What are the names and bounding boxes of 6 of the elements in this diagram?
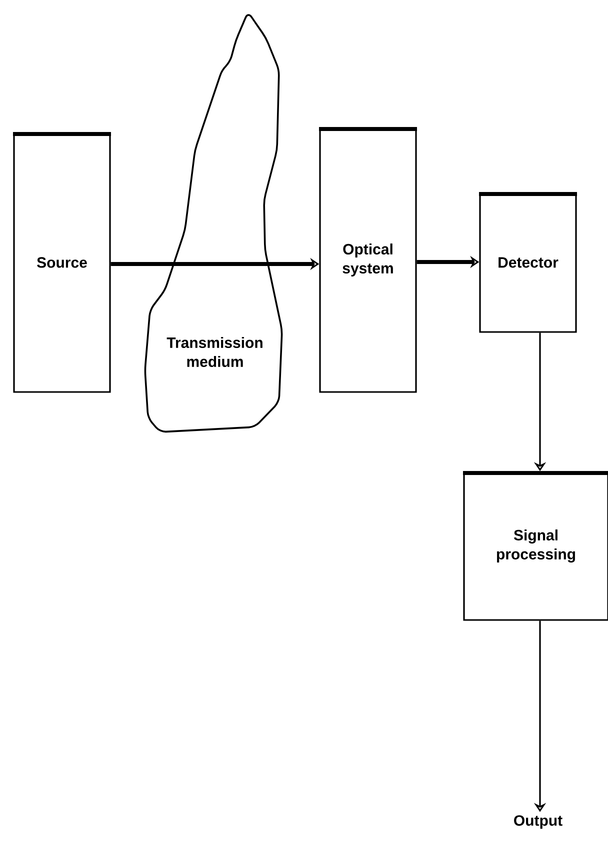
process-box: Source (13, 132, 111, 393)
process-box: Detector (479, 192, 577, 333)
medium-label: Transmission medium (166, 336, 262, 367)
process-box: Signal processing (463, 471, 608, 621)
output-label: Output (514, 815, 562, 829)
process-box: Optical system (319, 127, 417, 393)
